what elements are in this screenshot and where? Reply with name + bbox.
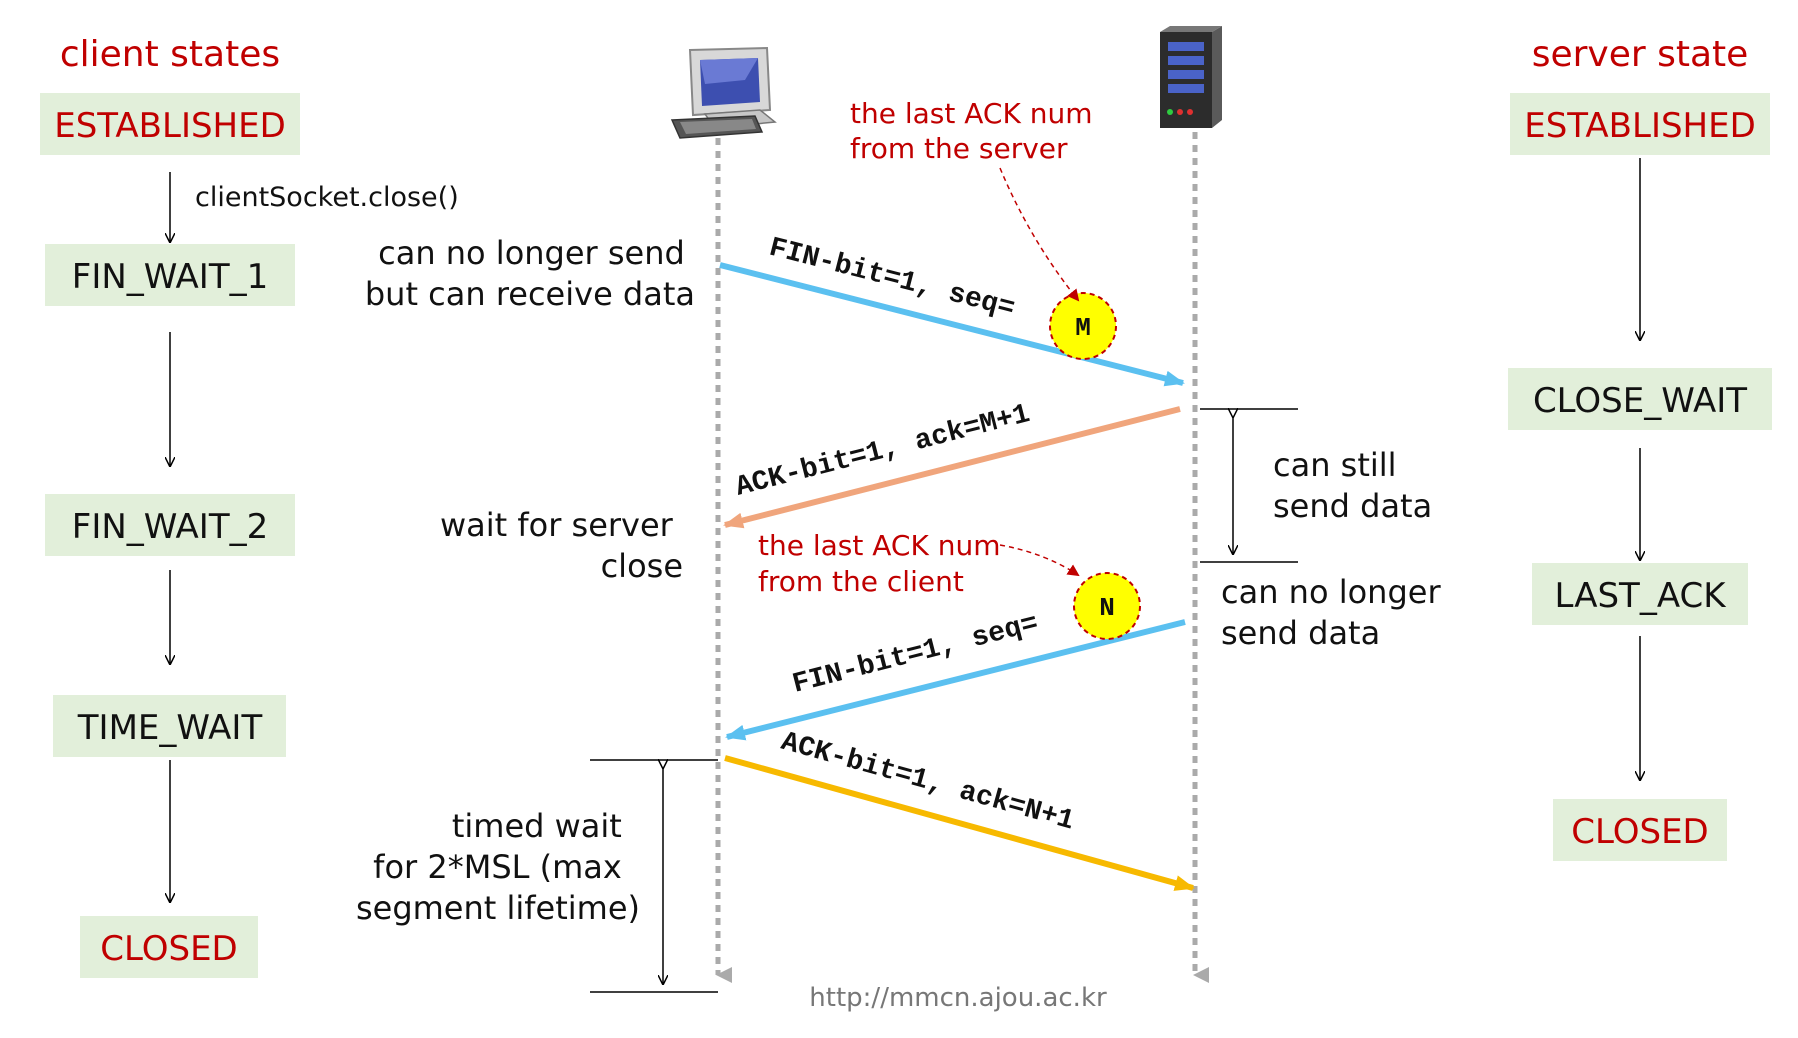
fin-arrow-server-to-client — [725, 619, 1186, 741]
last-ack-client-pointer — [999, 544, 1080, 577]
last-ack-server-note: the last ACK num from the server — [850, 97, 1101, 165]
server-state-close-wait: CLOSE_WAIT — [1508, 368, 1772, 430]
seq-marker-m: M — [1049, 292, 1117, 360]
fin-arrow-client-to-server — [719, 262, 1185, 387]
client-state-label: ESTABLISHED — [54, 106, 286, 146]
timed-wait-note: timed wait for 2*MSL (max segment lifeti… — [356, 807, 640, 927]
server-state-closed: CLOSED — [1553, 799, 1727, 861]
client-states-header: client states — [60, 34, 280, 75]
server-tower-icon — [1160, 26, 1222, 128]
client-state-time-wait: TIME_WAIT — [53, 695, 286, 757]
client-state-established: ESTABLISHED — [40, 93, 300, 155]
client-state-label: FIN_WAIT_2 — [72, 507, 268, 547]
note-line: close — [601, 547, 683, 585]
server-state-last-ack: LAST_ACK — [1532, 563, 1748, 625]
server-state-header: server state — [1532, 34, 1749, 75]
note-line: wait for server — [440, 506, 674, 544]
client-state-fin-wait-1: FIN_WAIT_1 — [45, 244, 295, 306]
seq-marker-label: N — [1099, 593, 1115, 623]
client-state-label: TIME_WAIT — [77, 708, 263, 748]
server-can-send-note: can still send data — [1273, 446, 1432, 525]
seq-marker-n: N — [1073, 572, 1141, 640]
note-line: can no longer — [1221, 573, 1441, 611]
client-state-label: CLOSED — [100, 929, 237, 969]
last-ack-client-note: the last ACK num from the client — [758, 529, 1009, 598]
note-line: from the client — [758, 565, 964, 598]
ack-server-label: ACK-bit=1, ack=M+1 — [733, 399, 1034, 504]
seq-marker-label: M — [1075, 313, 1091, 343]
client-state-closed: CLOSED — [80, 916, 258, 978]
ack-arrow-server-to-client — [723, 406, 1181, 529]
note-line: timed wait — [452, 807, 622, 845]
last-ack-server-pointer — [999, 167, 1080, 302]
note-line: send data — [1273, 487, 1432, 525]
desktop-computer-icon — [670, 46, 777, 139]
note-line: send data — [1221, 614, 1380, 652]
server-state-established: ESTABLISHED — [1510, 93, 1770, 155]
note-line: can still — [1273, 446, 1397, 484]
note-line: but can receive data — [365, 275, 695, 313]
footer-url: http://mmcn.ajou.ac.kr — [809, 983, 1107, 1013]
note-line: can no longer send — [378, 234, 685, 272]
wait-server-close-note: wait for server close — [440, 506, 683, 585]
note-line: from the server — [850, 132, 1068, 165]
ack-arrow-client-to-server — [724, 755, 1195, 891]
note-line: the last ACK num — [850, 97, 1093, 130]
note-line: segment lifetime) — [356, 889, 640, 927]
server-state-label: ESTABLISHED — [1524, 106, 1756, 146]
client-state-fin-wait-2: FIN_WAIT_2 — [45, 494, 295, 556]
server-state-label: LAST_ACK — [1554, 576, 1727, 616]
server-state-label: CLOSE_WAIT — [1533, 381, 1747, 421]
note-line: for 2*MSL (max — [373, 848, 622, 886]
note-line: the last ACK num — [758, 529, 1001, 562]
client-close-call-label: clientSocket.close() — [195, 182, 459, 213]
server-no-send-note: can no longer send data — [1221, 573, 1451, 652]
client-no-send-note: can no longer send but can receive data — [365, 234, 695, 313]
client-state-label: FIN_WAIT_1 — [72, 257, 268, 297]
server-state-label: CLOSED — [1571, 812, 1708, 852]
